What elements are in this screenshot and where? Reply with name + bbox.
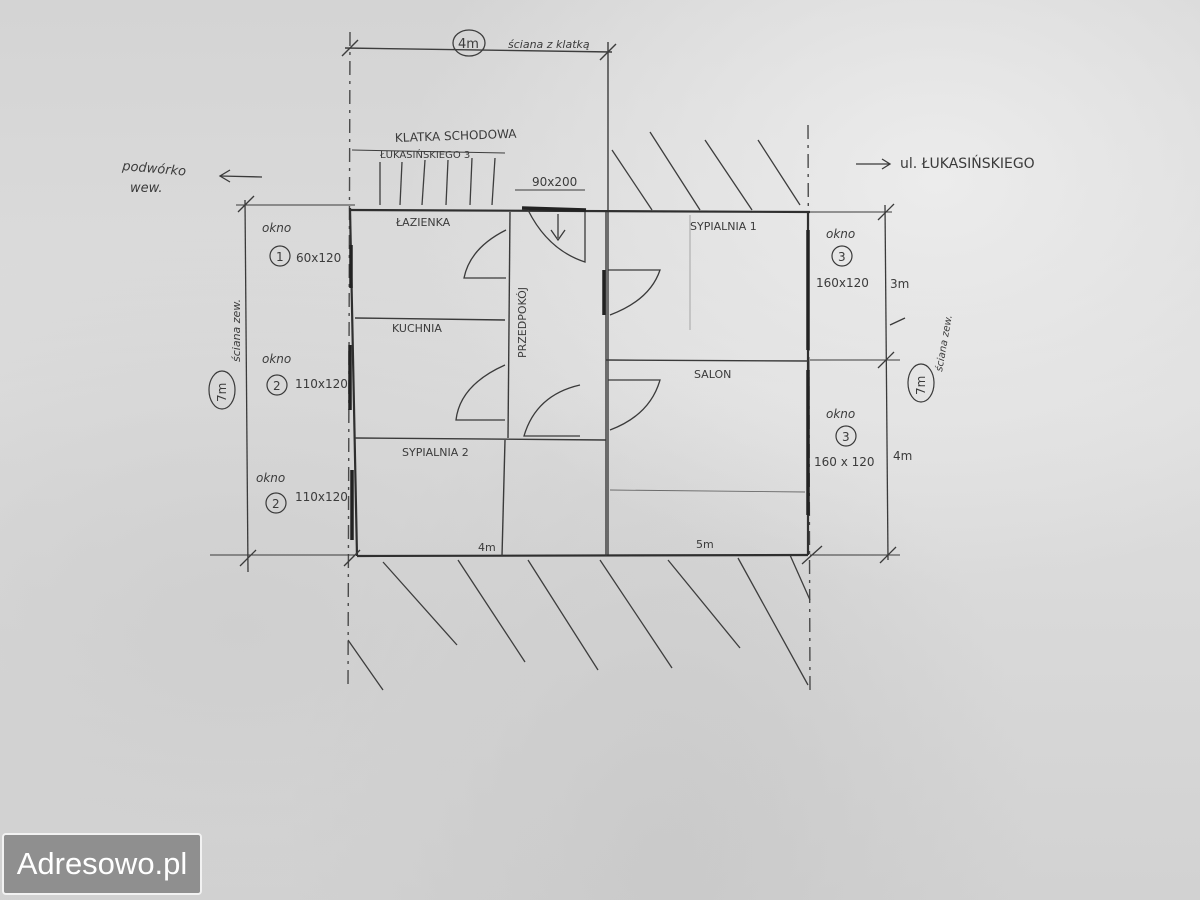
- door-swings: [455, 209, 661, 437]
- room-bathroom: ŁAZIENKA: [395, 216, 451, 229]
- interior-walls: [354, 211, 809, 557]
- window-number: 2: [273, 379, 281, 393]
- top-right-hatching: [611, 131, 801, 211]
- left-window-1: okno 1 60x120: [262, 221, 341, 267]
- right-dimension-line: [810, 203, 906, 564]
- window-number-circle: [835, 425, 857, 447]
- entrance-arrow: [550, 214, 566, 242]
- room-hallway: PRZEDPOKÓJ: [516, 287, 529, 358]
- window-label: okno: [262, 221, 291, 235]
- window-size: 110x120: [295, 377, 348, 391]
- left-dimension-circle: [208, 370, 236, 410]
- right-window-2: okno 3 160 x 120: [814, 407, 875, 469]
- room-bedroom2: SYPIALNIA 2: [402, 446, 469, 459]
- right-segment-bottom: 4m: [893, 449, 912, 463]
- window-label: okno: [256, 471, 285, 485]
- top-dimension-line: [341, 39, 617, 555]
- window-number-circle: [831, 245, 853, 267]
- top-dimension-note: ściana z klatką: [508, 38, 590, 51]
- window-size: 160 x 120: [814, 455, 875, 469]
- window-number: 2: [272, 497, 280, 511]
- courtyard-text-line1: podwórko: [121, 159, 187, 180]
- left-window-3: okno 2 110x120: [256, 471, 348, 514]
- street-arrow: [856, 158, 892, 170]
- window-number: 3: [838, 250, 846, 264]
- bottom-segment-left: 4m: [478, 541, 496, 554]
- window-number-circle: [266, 374, 288, 396]
- stairwell-steps: [379, 157, 496, 206]
- courtyard-arrow: [218, 169, 263, 183]
- right-dimension-circle: [907, 363, 935, 403]
- window-number-circle: [269, 245, 291, 267]
- right-segment-top: 3m: [890, 277, 909, 291]
- bottom-segment-right: 5m: [696, 538, 714, 551]
- window-size: 60x120: [296, 251, 341, 265]
- window-size: 160x120: [816, 276, 869, 290]
- room-bedroom1: SYPIALNIA 1: [690, 220, 757, 233]
- courtyard-text-line2: wew.: [130, 181, 163, 196]
- entrance-door-size: 90x200: [532, 175, 577, 189]
- right-dimension-note: ściana zew.: [933, 314, 955, 373]
- window-number-circle: [265, 492, 287, 514]
- left-dimension-value: 7m: [215, 383, 229, 402]
- stairwell-address: ŁUKASIŃSKIEGO 3: [379, 148, 470, 161]
- window-number: 1: [276, 250, 284, 264]
- window-label: okno: [826, 227, 855, 241]
- left-window-2: okno 2 110x120: [262, 352, 348, 396]
- window-number: 3: [842, 430, 850, 444]
- bottom-hatching: [347, 554, 811, 691]
- window-label: okno: [826, 407, 855, 421]
- room-kitchen: KUCHNIA: [392, 322, 442, 335]
- watermark-badge: Adresowo.pl: [2, 833, 202, 895]
- street-name: ul. ŁUKASIŃSKIEGO: [900, 154, 1035, 172]
- top-dimension-circle: [452, 29, 486, 57]
- left-dimension-note: ściana zew.: [230, 299, 243, 362]
- right-window-1: okno 3 160x120: [816, 227, 869, 290]
- window-marks: [348, 206, 810, 540]
- left-dimension-line: [210, 195, 355, 573]
- room-living-room: SALON: [694, 368, 731, 381]
- top-dimension-value: 4m: [458, 37, 479, 52]
- right-dimension-value: 7m: [914, 376, 928, 395]
- stairwell-title: KLATKA SCHODOWA: [395, 127, 518, 145]
- window-label: okno: [262, 352, 291, 366]
- bottom-dimension-ticks: [343, 545, 823, 567]
- window-size: 110x120: [295, 490, 348, 504]
